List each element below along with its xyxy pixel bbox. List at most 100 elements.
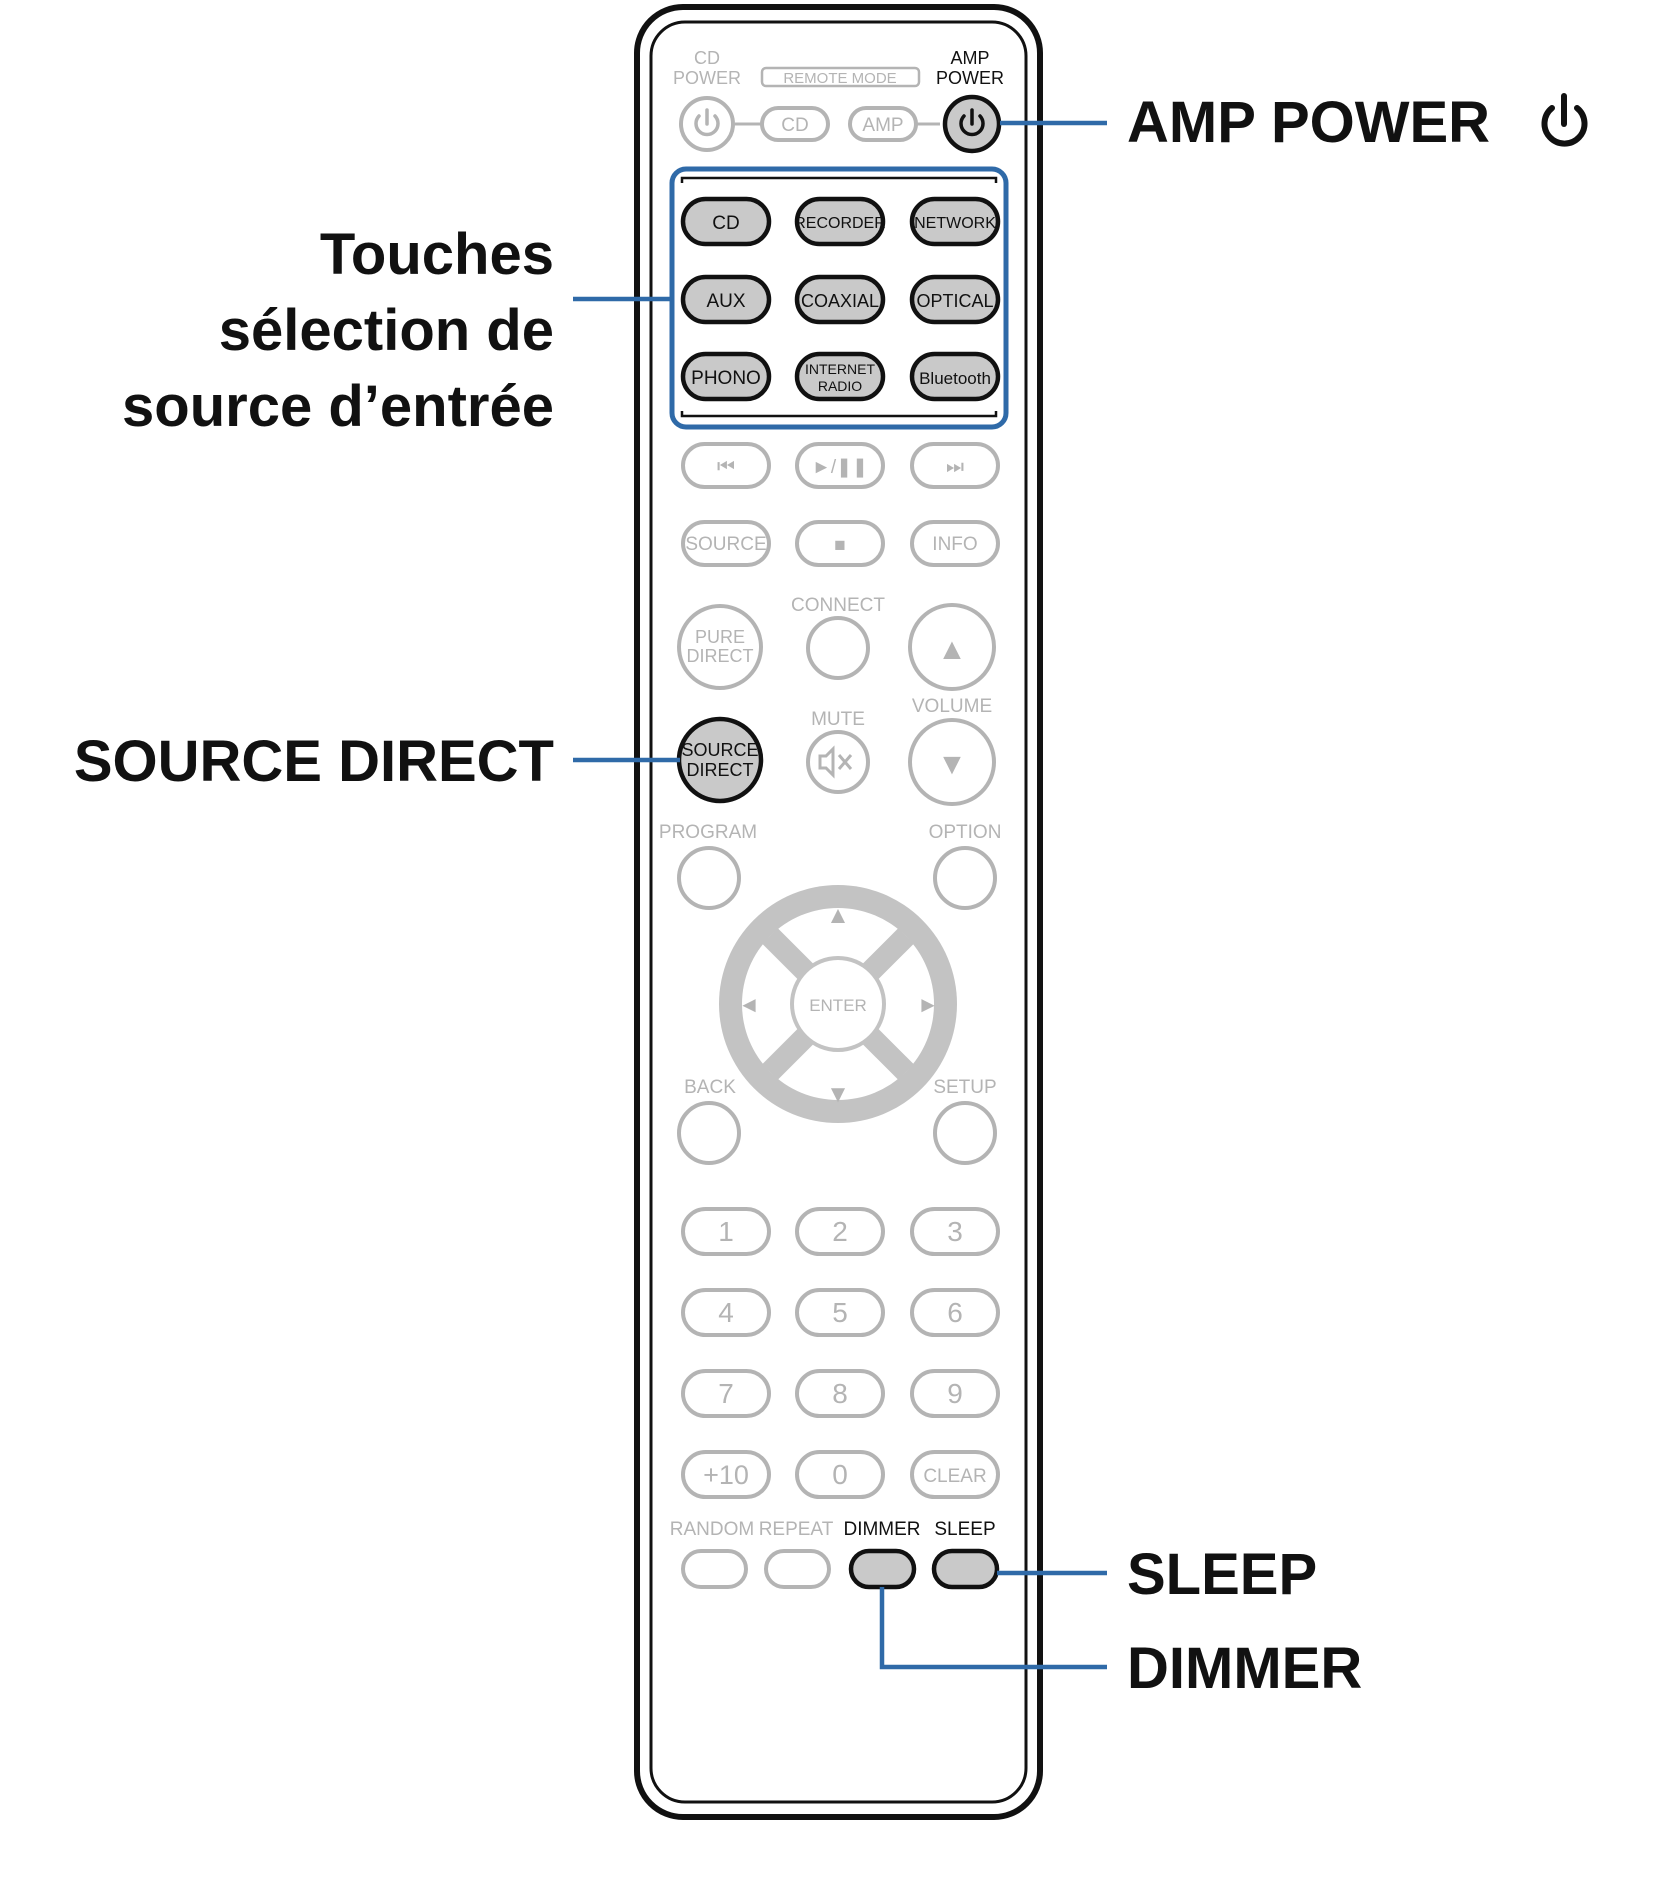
svg-text:2: 2 — [832, 1216, 848, 1247]
power-icon — [1541, 93, 1588, 147]
setup-button[interactable] — [933, 1101, 997, 1165]
mode-cd-button[interactable]: CD — [760, 106, 830, 142]
random-label: RANDOM — [670, 1519, 754, 1540]
program-label: PROGRAM — [659, 822, 757, 843]
svg-text:9: 9 — [947, 1378, 963, 1409]
number-button-4[interactable]: 4 — [681, 1288, 771, 1337]
number-button-plus10[interactable]: +10 — [681, 1450, 771, 1499]
sleep-button[interactable] — [931, 1548, 1000, 1590]
cd-power-label: CD — [694, 48, 720, 68]
dimmer-label: DIMMER — [843, 1519, 920, 1540]
volume-up-button[interactable]: ▲ — [908, 603, 996, 691]
input-recorder-button[interactable]: RECORDER — [794, 196, 886, 247]
svg-text:5: 5 — [832, 1297, 848, 1328]
volume-up-icon: ▲ — [937, 633, 967, 666]
svg-text:6: 6 — [947, 1297, 963, 1328]
amp-power-top-label-2: POWER — [936, 68, 1004, 88]
cursor-left-button[interactable]: ◄ — [738, 992, 760, 1017]
svg-text:DIRECT: DIRECT — [687, 760, 754, 780]
cursor-right-button[interactable]: ► — [917, 992, 939, 1017]
back-button[interactable] — [677, 1101, 741, 1165]
dimmer-button[interactable] — [848, 1548, 917, 1590]
input-bluetooth-button[interactable]: Bluetooth — [909, 351, 1001, 402]
connect-button[interactable] — [806, 616, 870, 680]
pure-direct-button[interactable]: PURE DIRECT — [677, 604, 763, 690]
input-network-button[interactable]: NETWORK — [909, 196, 1001, 247]
volume-label: VOLUME — [912, 696, 992, 717]
svg-text:ENTER: ENTER — [809, 996, 867, 1015]
sleep-label: SLEEP — [934, 1519, 995, 1540]
svg-text:NETWORK: NETWORK — [914, 215, 996, 232]
mode-amp-button[interactable]: AMP — [848, 106, 918, 142]
repeat-label: REPEAT — [759, 1519, 834, 1540]
arrow-left-icon: ◄ — [738, 992, 760, 1017]
option-button[interactable] — [933, 846, 997, 910]
number-button-0[interactable]: 0 — [795, 1450, 885, 1499]
number-button-7[interactable]: 7 — [681, 1369, 771, 1418]
number-button-1[interactable]: 1 — [681, 1207, 771, 1256]
svg-text:+10: +10 — [703, 1460, 749, 1490]
enter-button[interactable]: ENTER — [809, 996, 867, 1015]
svg-text:AMP: AMP — [862, 115, 903, 136]
stop-button[interactable]: ■ — [795, 520, 885, 567]
svg-text:8: 8 — [832, 1378, 848, 1409]
volume-down-button[interactable]: ▼ — [908, 718, 996, 806]
input-coaxial-button[interactable]: COAXIAL — [794, 274, 886, 325]
callout-amp-power: AMP POWER — [1127, 90, 1490, 155]
cd-power-button[interactable] — [679, 96, 735, 152]
arrow-right-icon: ► — [917, 992, 939, 1017]
dimmer-leader — [879, 1587, 1107, 1670]
callout-lines — [573, 120, 1107, 1670]
callout-sleep: SLEEP — [1127, 1542, 1317, 1607]
input-internet-radio-button[interactable]: INTERNET RADIO — [794, 351, 886, 402]
input-select-bracket — [680, 176, 998, 418]
svg-text:INFO: INFO — [932, 534, 977, 555]
back-label: BACK — [684, 1077, 736, 1098]
svg-text:RADIO: RADIO — [818, 378, 862, 394]
mute-label: MUTE — [811, 709, 865, 730]
svg-text:CD: CD — [781, 115, 808, 136]
svg-text:3: 3 — [947, 1216, 963, 1247]
number-button-6[interactable]: 6 — [910, 1288, 1000, 1337]
mute-button[interactable] — [806, 730, 870, 794]
clear-button[interactable]: CLEAR — [910, 1450, 1000, 1499]
callout-input-select-2: sélection de — [219, 298, 554, 363]
source-direct-button[interactable]: SOURCE DIRECT — [676, 716, 764, 804]
input-cd-button[interactable]: CD — [680, 196, 772, 247]
svg-text:0: 0 — [832, 1459, 848, 1490]
svg-text:AUX: AUX — [706, 291, 745, 312]
random-button[interactable] — [681, 1549, 748, 1589]
number-button-9[interactable]: 9 — [910, 1369, 1000, 1418]
number-button-2[interactable]: 2 — [795, 1207, 885, 1256]
play-pause-button[interactable]: ►/❚❚ — [795, 442, 885, 489]
previous-track-button[interactable]: ⏮ — [681, 442, 771, 489]
remote-mode-label: REMOTE MODE — [783, 70, 896, 87]
cursor-down-button[interactable]: ▼ — [826, 1081, 850, 1108]
svg-text:PURE: PURE — [695, 627, 745, 647]
next-icon: ⏭ — [946, 456, 964, 478]
amp-power-button[interactable] — [942, 94, 1002, 154]
svg-text:CD: CD — [712, 213, 739, 234]
program-button[interactable] — [677, 846, 741, 910]
power-icon — [694, 108, 720, 137]
svg-text:RECORDER: RECORDER — [794, 215, 886, 232]
input-optical-button[interactable]: OPTICAL — [909, 274, 1001, 325]
svg-text:COAXIAL: COAXIAL — [801, 291, 879, 311]
source-button[interactable]: SOURCE — [681, 520, 771, 567]
svg-text:4: 4 — [718, 1297, 734, 1328]
number-button-3[interactable]: 3 — [910, 1207, 1000, 1256]
cursor-up-button[interactable]: ▲ — [826, 902, 850, 929]
input-phono-button[interactable]: PHONO — [680, 351, 772, 402]
repeat-button[interactable] — [764, 1549, 831, 1589]
callout-dimmer: DIMMER — [1127, 1636, 1362, 1701]
next-track-button[interactable]: ⏭ — [910, 442, 1000, 489]
input-aux-button[interactable]: AUX — [680, 274, 772, 325]
svg-text:7: 7 — [718, 1378, 734, 1409]
number-button-5[interactable]: 5 — [795, 1288, 885, 1337]
svg-text:INTERNET: INTERNET — [805, 361, 875, 377]
svg-text:DIRECT: DIRECT — [687, 646, 754, 666]
number-button-8[interactable]: 8 — [795, 1369, 885, 1418]
info-button[interactable]: INFO — [910, 520, 1000, 567]
